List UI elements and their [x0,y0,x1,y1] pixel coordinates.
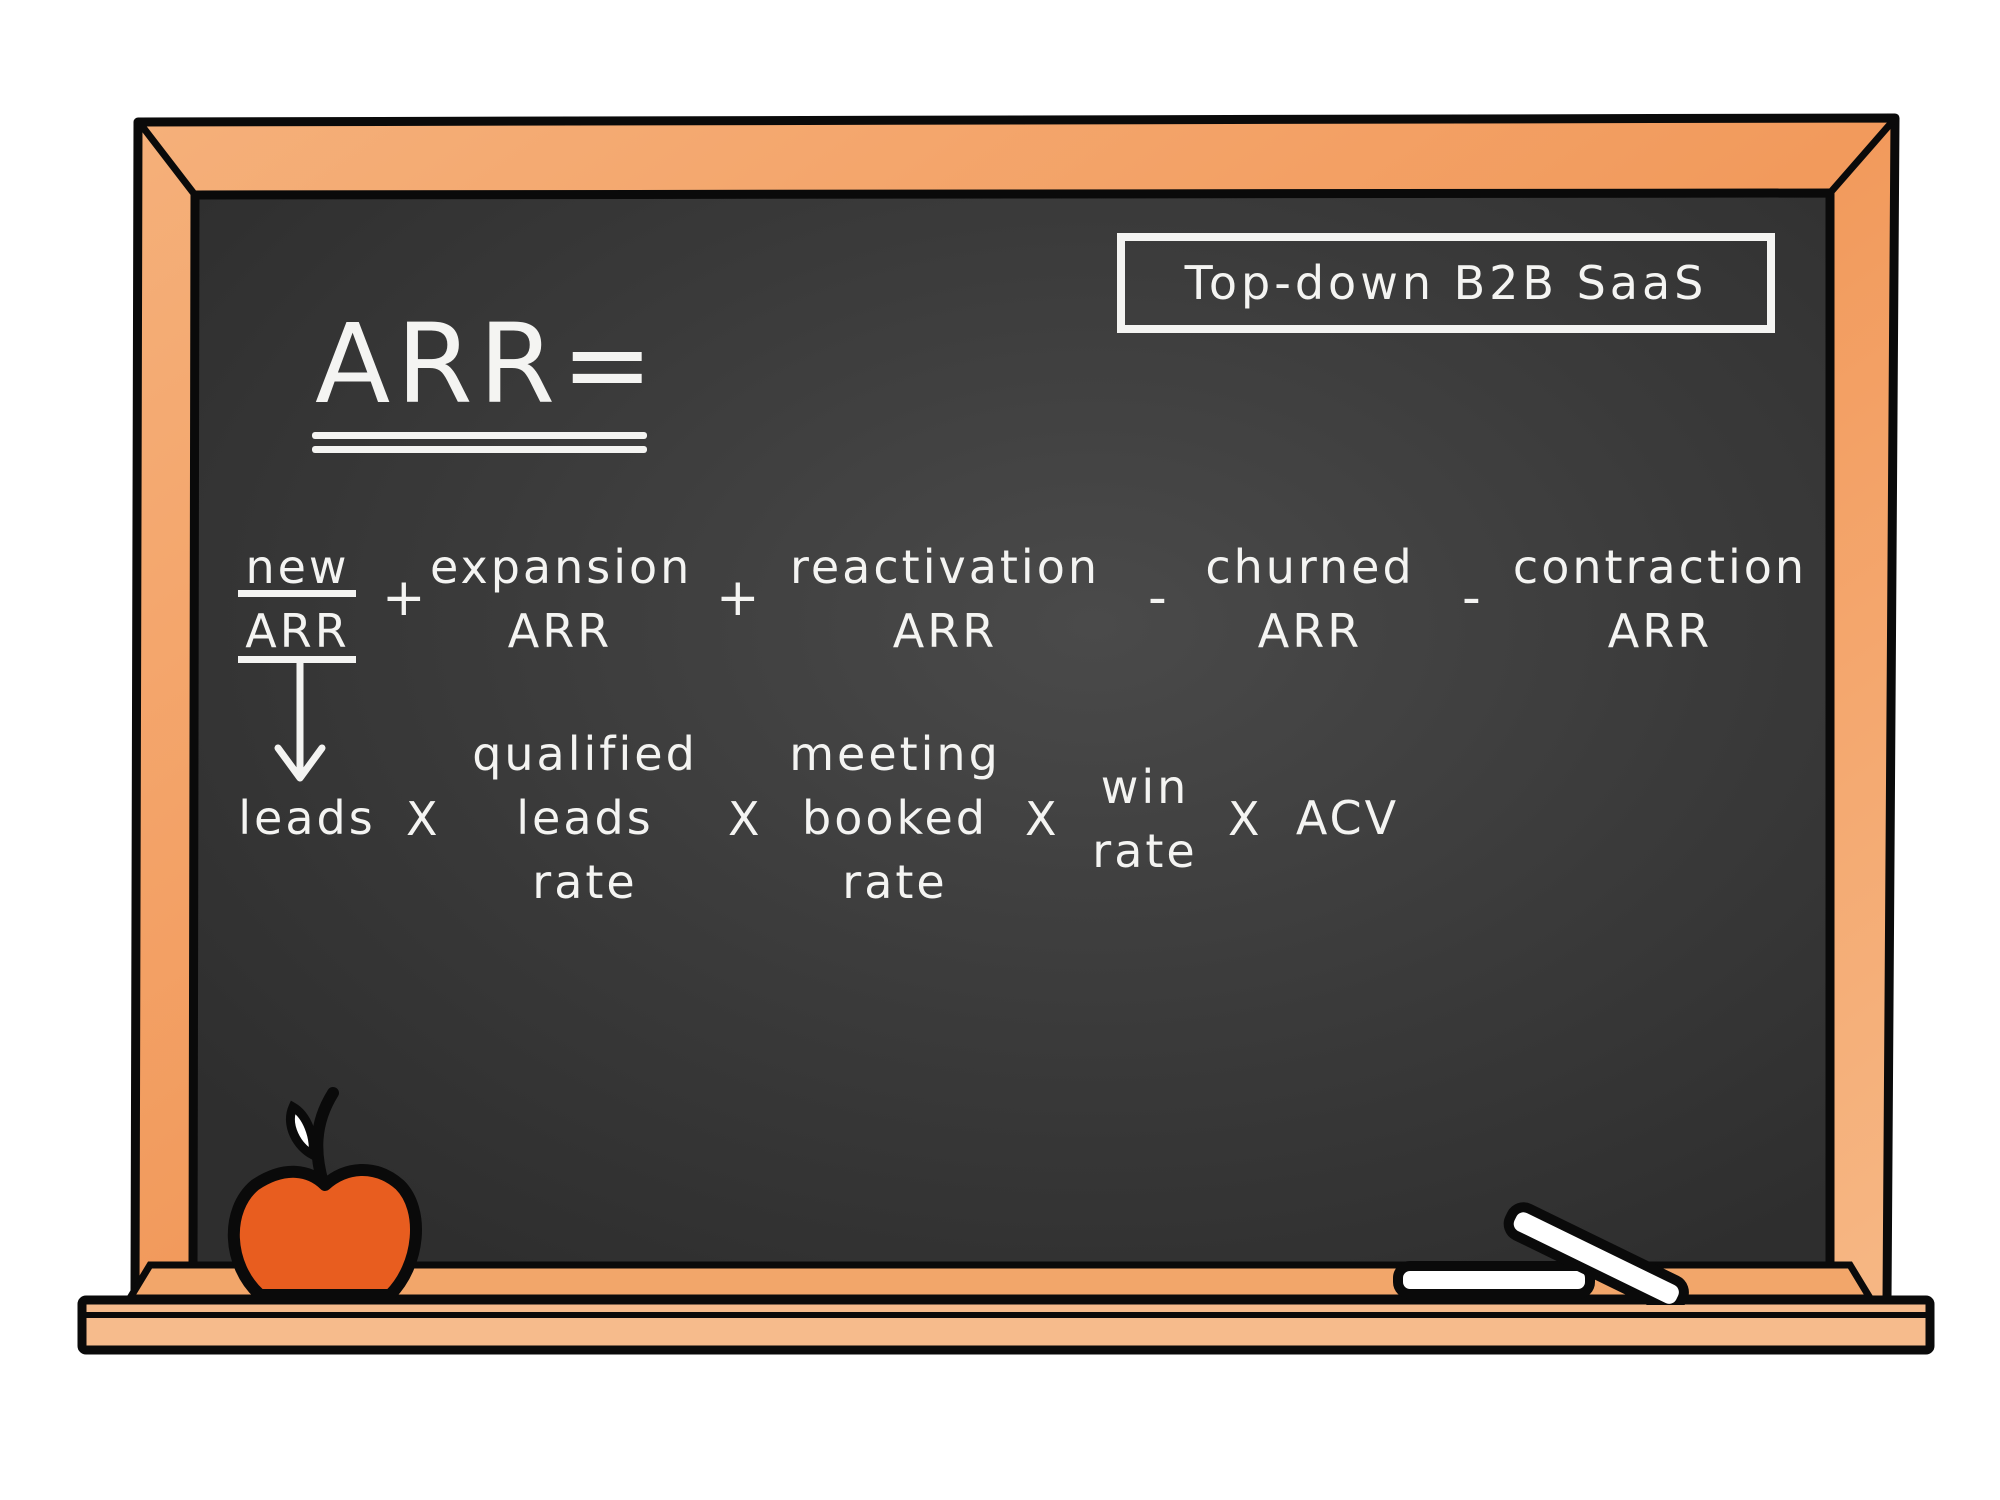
apple-icon [227,1087,422,1300]
term-reactivation-arr: reactivation ARR [780,535,1110,663]
new-arr-underline-bottom [238,656,356,663]
operator-times: X [1025,792,1060,846]
heading-underline-1 [312,432,647,439]
term-leads: leads [232,786,382,850]
operator-plus: + [716,568,763,628]
term-line: ACV [1295,791,1400,845]
term-line: reactivation [789,540,1101,594]
term-line: qualified [472,727,698,781]
term-line: meeting [789,727,1001,781]
operator-minus: - [1148,568,1170,628]
board-label: Top-down B2B SaaS [1184,256,1708,310]
term-win-rate: win rate [1085,755,1205,883]
term-line: leads [238,791,376,845]
operator-times: X [1228,792,1263,846]
term-meeting-booked-rate: meeting booked rate [785,722,1005,914]
term-contraction-arr: contraction ARR [1505,535,1815,663]
label-box: Top-down B2B SaaS [1117,233,1775,333]
chalk-pieces-icon [1393,1202,1689,1305]
term-expansion-arr: expansion ARR [430,535,690,663]
term-line: ARR [245,604,350,658]
new-arr-underline-top [238,590,356,597]
term-qualified-leads-rate: qualified leads rate [460,722,710,914]
term-new-arr: new ARR [235,535,360,663]
operator-minus: - [1462,568,1484,628]
down-arrow-icon [274,660,326,782]
term-line: ARR [1257,604,1363,658]
operator-times: X [406,792,441,846]
term-line: churned [1205,540,1415,594]
operator-plus: + [382,568,429,628]
term-line: win [1100,760,1190,814]
term-line: leads [516,791,654,845]
term-acv: ACV [1285,786,1410,850]
term-line: contraction [1512,540,1808,594]
term-line: rate [1092,824,1198,878]
term-churned-arr: churned ARR [1200,535,1420,663]
term-line: new [245,540,350,594]
term-line: booked [802,791,988,845]
term-line: ARR [892,604,998,658]
term-line: ARR [1607,604,1713,658]
heading-underline-2 [312,446,647,453]
term-line: expansion [430,540,693,594]
formula-heading: ARR= [315,300,660,428]
term-line: rate [532,855,638,909]
term-line: rate [842,855,948,909]
operator-times: X [728,792,763,846]
term-line: ARR [507,604,613,658]
